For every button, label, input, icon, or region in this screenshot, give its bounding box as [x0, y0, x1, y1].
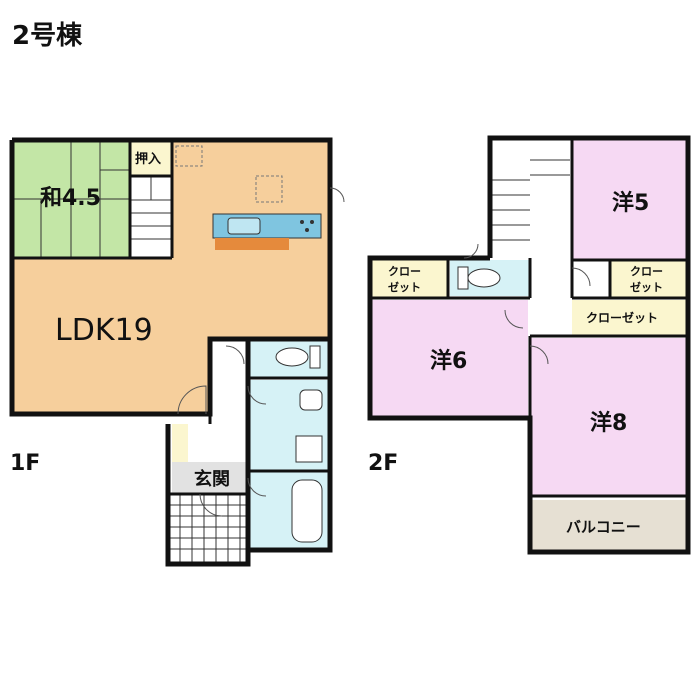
- closet2-label-b: ゼット: [630, 280, 663, 294]
- balcony-label: バルコニー: [566, 518, 641, 536]
- sink-1f: [299, 389, 323, 411]
- yo8-label: 洋8: [590, 410, 627, 436]
- hatch-1: [175, 145, 203, 167]
- hatch-2: [255, 175, 283, 203]
- oshiire-closet: [130, 140, 172, 176]
- stairs-2f: [490, 138, 570, 256]
- walls-1f-outer: [9, 137, 333, 417]
- closet1-label-b: ゼット: [388, 280, 421, 294]
- walls-2f-outer: [367, 135, 691, 555]
- washitsu-label: 和4.5: [40, 186, 101, 211]
- genkan-area: [172, 424, 248, 494]
- building-title: 2号棟: [12, 21, 83, 51]
- closet2-room: [610, 260, 688, 298]
- porch: [168, 494, 248, 564]
- closet2-label-a: クロー: [630, 265, 663, 278]
- genkan-label: 玄関: [194, 468, 230, 490]
- closet3-room: [572, 300, 688, 336]
- stairs-1f: [130, 176, 172, 258]
- floor-2: 洋5 洋6 洋8 クロー ゼット クロー ゼット クローゼット バルコニー 2F: [367, 135, 691, 555]
- kitchen-counter: [212, 213, 322, 250]
- floor-2-label: 2F: [368, 451, 398, 476]
- yo5-label: 洋5: [612, 190, 649, 216]
- closet1-room: [370, 260, 448, 298]
- closet3-label: クローゼット: [586, 310, 658, 325]
- washer-1f: [295, 435, 323, 463]
- bathtub-1f: [291, 479, 323, 543]
- floor-1-label: 1F: [10, 451, 40, 476]
- yo5-room: [572, 138, 688, 260]
- floor-1: 和4.5 押入 LDK19 玄関 1F: [9, 137, 345, 567]
- yo8-room: [530, 338, 688, 496]
- yo6-label: 洋6: [430, 348, 467, 374]
- closet1-label-a: クロー: [388, 265, 421, 278]
- toilet-bowl-1f: [275, 347, 309, 367]
- oshiire-label: 押入: [135, 151, 161, 167]
- ldk-label: LDK19: [55, 313, 153, 348]
- washitsu-room: [12, 140, 130, 258]
- yo6-room: [370, 300, 528, 418]
- balcony-area: [530, 500, 688, 552]
